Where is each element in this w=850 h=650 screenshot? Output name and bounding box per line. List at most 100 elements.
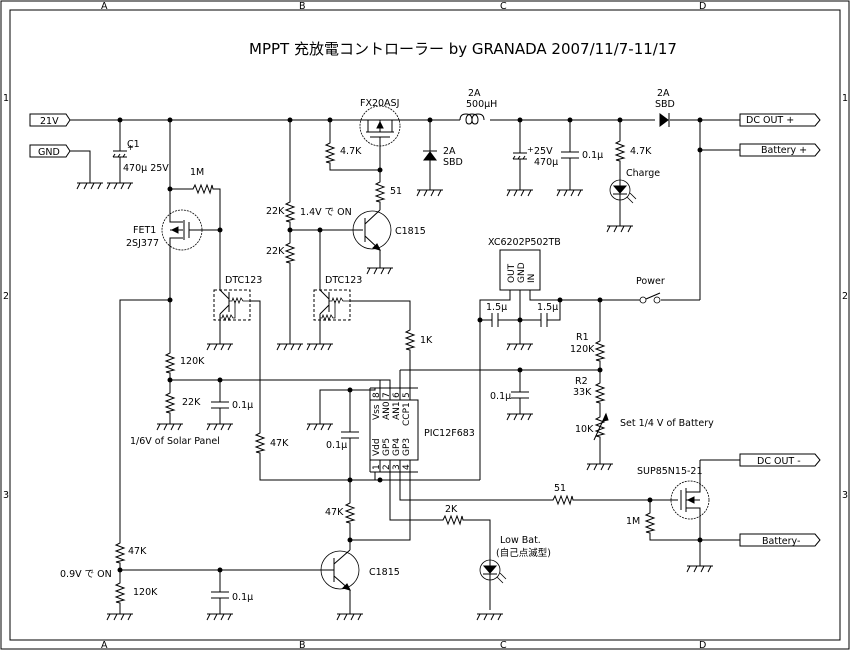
c1-value: 470μ 25V (123, 163, 169, 174)
ground-icon (106, 613, 134, 621)
resistor-icon (165, 349, 175, 377)
resistor-icon (645, 509, 655, 537)
resistor-icon (325, 139, 335, 167)
npn-c1815-bottom-icon (320, 549, 360, 591)
resistor-icon (549, 495, 577, 505)
c1-ref: C1 (127, 139, 140, 150)
frame-col-c-top: C (500, 1, 507, 12)
frame-col-d-bottom: D (699, 640, 706, 650)
dtc1-label: DTC123 (225, 275, 262, 286)
ground-icon (606, 225, 634, 233)
frame-row-2-right: 2 (842, 291, 848, 302)
q-c1815-top-label: C1815 (395, 226, 426, 237)
mcu-pin-num-5: 5 (402, 392, 412, 398)
resistor-icon (439, 515, 467, 525)
resistor-icon (345, 499, 355, 527)
r-22k-top-value: 22K (266, 206, 285, 217)
ground-icon (276, 343, 304, 351)
port-battery-plus[interactable]: Battery + (739, 143, 821, 157)
capacitor-icon (210, 591, 230, 599)
c-reg-2-value: 1.5μ (537, 302, 558, 313)
note-solar: 1/6V of Solar Panel (130, 436, 220, 447)
port-21v[interactable]: 21V (29, 113, 71, 127)
fet1-part: 2SJ377 (126, 238, 159, 249)
c-mcu-value: 0.1μ (326, 440, 347, 451)
resistor-icon (285, 239, 295, 267)
power-switch-icon[interactable] (639, 292, 661, 304)
dtc2-label: DTC123 (325, 275, 362, 286)
ground-icon (476, 613, 504, 621)
resistor-icon (595, 337, 605, 365)
frame-row-2-left: 2 (3, 291, 9, 302)
ground-icon (556, 189, 584, 197)
ground-icon (586, 463, 614, 471)
nmos-sup85n15-icon (670, 460, 710, 540)
port-battery-minus-label: Battery- (762, 536, 800, 547)
mcu-pin-vdd: Vdd (372, 438, 382, 456)
sbd2-type: SBD (655, 99, 675, 110)
c-out-voltage: 25V (534, 146, 553, 157)
electrolytic-capacitor-icon (512, 144, 535, 160)
mcu-pin-num-3: 3 (392, 464, 402, 470)
r-2k-led-value: 2K (445, 504, 458, 515)
fx20-part: FX20ASJ (360, 98, 399, 109)
mcu-pin-num-7: 7 (382, 392, 392, 398)
resistor-icon (115, 539, 125, 567)
frame-row-1-right: 1 (842, 93, 848, 104)
ground-icon (206, 423, 234, 431)
port-gnd[interactable]: GND (29, 144, 71, 158)
inductor-value: 500μH (466, 99, 497, 110)
ground-icon (206, 613, 234, 621)
resistor-icon (405, 326, 415, 354)
ground-icon (336, 613, 364, 621)
sbd1-current: 2A (443, 146, 456, 157)
sbd1-type: SBD (443, 157, 463, 168)
ground-icon (686, 565, 714, 573)
c-bottom-value: 0.1μ (232, 592, 253, 603)
ground-icon (506, 189, 534, 197)
inductor-icon (459, 113, 485, 125)
resistor-icon (255, 429, 265, 457)
r-51-gate-value: 51 (554, 483, 566, 494)
c-out-small: 0.1μ (582, 150, 603, 161)
mcu-pin-gp5: GP5 (382, 438, 392, 456)
schottky-diode-icon (423, 150, 437, 161)
mcu-pin-num-2: 2 (382, 464, 392, 470)
capacitor-icon (210, 401, 230, 409)
port-dc-out-plus[interactable]: DC OUT + (739, 113, 821, 127)
r-51-base-value: 51 (390, 186, 402, 197)
reg-part: XC6202P502TB (488, 237, 561, 248)
ground-icon (106, 182, 134, 190)
capacitor-icon (540, 312, 548, 328)
mcu-pin-an0: AN0 (382, 401, 392, 420)
mcu-pin-gp3: GP3 (402, 438, 412, 456)
r-1m-sup-value: 1M (626, 516, 640, 527)
fet1-ref: FET1 (133, 225, 156, 236)
port-battery-minus[interactable]: Battery- (739, 533, 821, 547)
reg-pin-gnd: GND (517, 262, 527, 283)
note-1-4v: 1.4V で ON (300, 207, 352, 218)
r-47k-left-value: 47K (128, 546, 147, 557)
r1-value: 120K (570, 344, 595, 355)
ground-icon (306, 343, 334, 351)
r-4k7-gate-value: 4.7K (340, 146, 362, 157)
c-reg-1-value: 1.5μ (486, 302, 507, 313)
ground-icon (206, 343, 234, 351)
q-c1815-bottom-label: C1815 (369, 567, 400, 578)
port-gnd-label: GND (38, 147, 60, 158)
c-vdiv-value: 0.1μ (490, 391, 511, 402)
sup-part: SUP85N15-21 (637, 466, 703, 477)
frame-row-3-left: 3 (3, 490, 9, 501)
mcu-pin-an1: AN1 (392, 401, 402, 420)
led-charge-label: Charge (626, 168, 660, 179)
port-dc-out-minus-label: DC OUT - (757, 456, 801, 467)
port-dc-out-minus[interactable]: DC OUT - (739, 453, 821, 467)
r2-value: 33K (573, 387, 592, 398)
inductor-current: 2A (468, 88, 481, 99)
frame-col-b-bottom: B (299, 640, 306, 650)
resistor-icon (615, 137, 625, 165)
variable-resistor-icon[interactable] (593, 412, 609, 441)
r-47k-bottom-value: 47K (325, 507, 344, 518)
mcu-pin-num-8: 8 (372, 392, 382, 398)
